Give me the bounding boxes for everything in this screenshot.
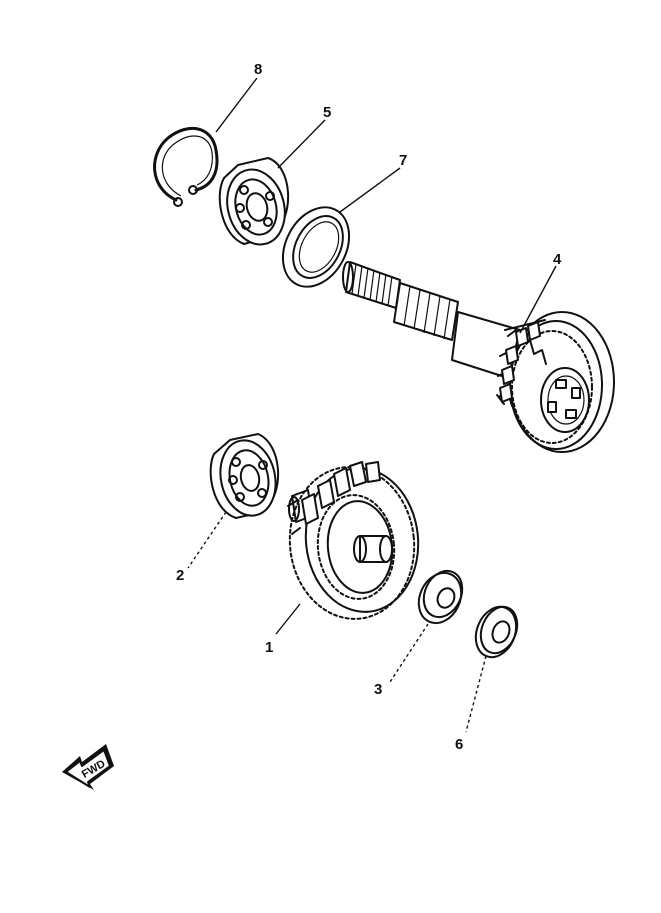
callout-2: 2 bbox=[176, 567, 184, 584]
callout-5: 4 bbox=[553, 251, 562, 268]
leader-line-5 bbox=[519, 265, 557, 334]
oil-seal-icon[interactable] bbox=[270, 196, 362, 298]
leader-line-2 bbox=[187, 511, 227, 569]
circlip-icon[interactable] bbox=[153, 127, 219, 207]
callout-1: 1 bbox=[265, 639, 273, 656]
leader-line-4 bbox=[389, 623, 429, 683]
leader-line-7 bbox=[339, 167, 401, 213]
idler-gear-icon[interactable] bbox=[282, 461, 425, 625]
washer-icon[interactable] bbox=[411, 565, 470, 630]
forward-arrow-icon: FWD bbox=[62, 744, 114, 790]
leader-line-1 bbox=[275, 603, 301, 635]
callout-7: 7 bbox=[399, 152, 407, 169]
callout-8: 8 bbox=[254, 61, 262, 78]
callout-4: 3 bbox=[374, 681, 382, 698]
leader-line-3 bbox=[465, 655, 487, 733]
leader-line-8 bbox=[215, 77, 258, 133]
callout-6: 5 bbox=[323, 104, 331, 121]
bearing-icon[interactable] bbox=[209, 433, 283, 521]
gear-shaft-icon[interactable] bbox=[342, 261, 615, 453]
bearing-icon[interactable] bbox=[218, 157, 293, 251]
washer-icon[interactable] bbox=[469, 601, 524, 663]
callout-3: 6 bbox=[455, 736, 463, 753]
leader-line-6 bbox=[277, 119, 326, 169]
